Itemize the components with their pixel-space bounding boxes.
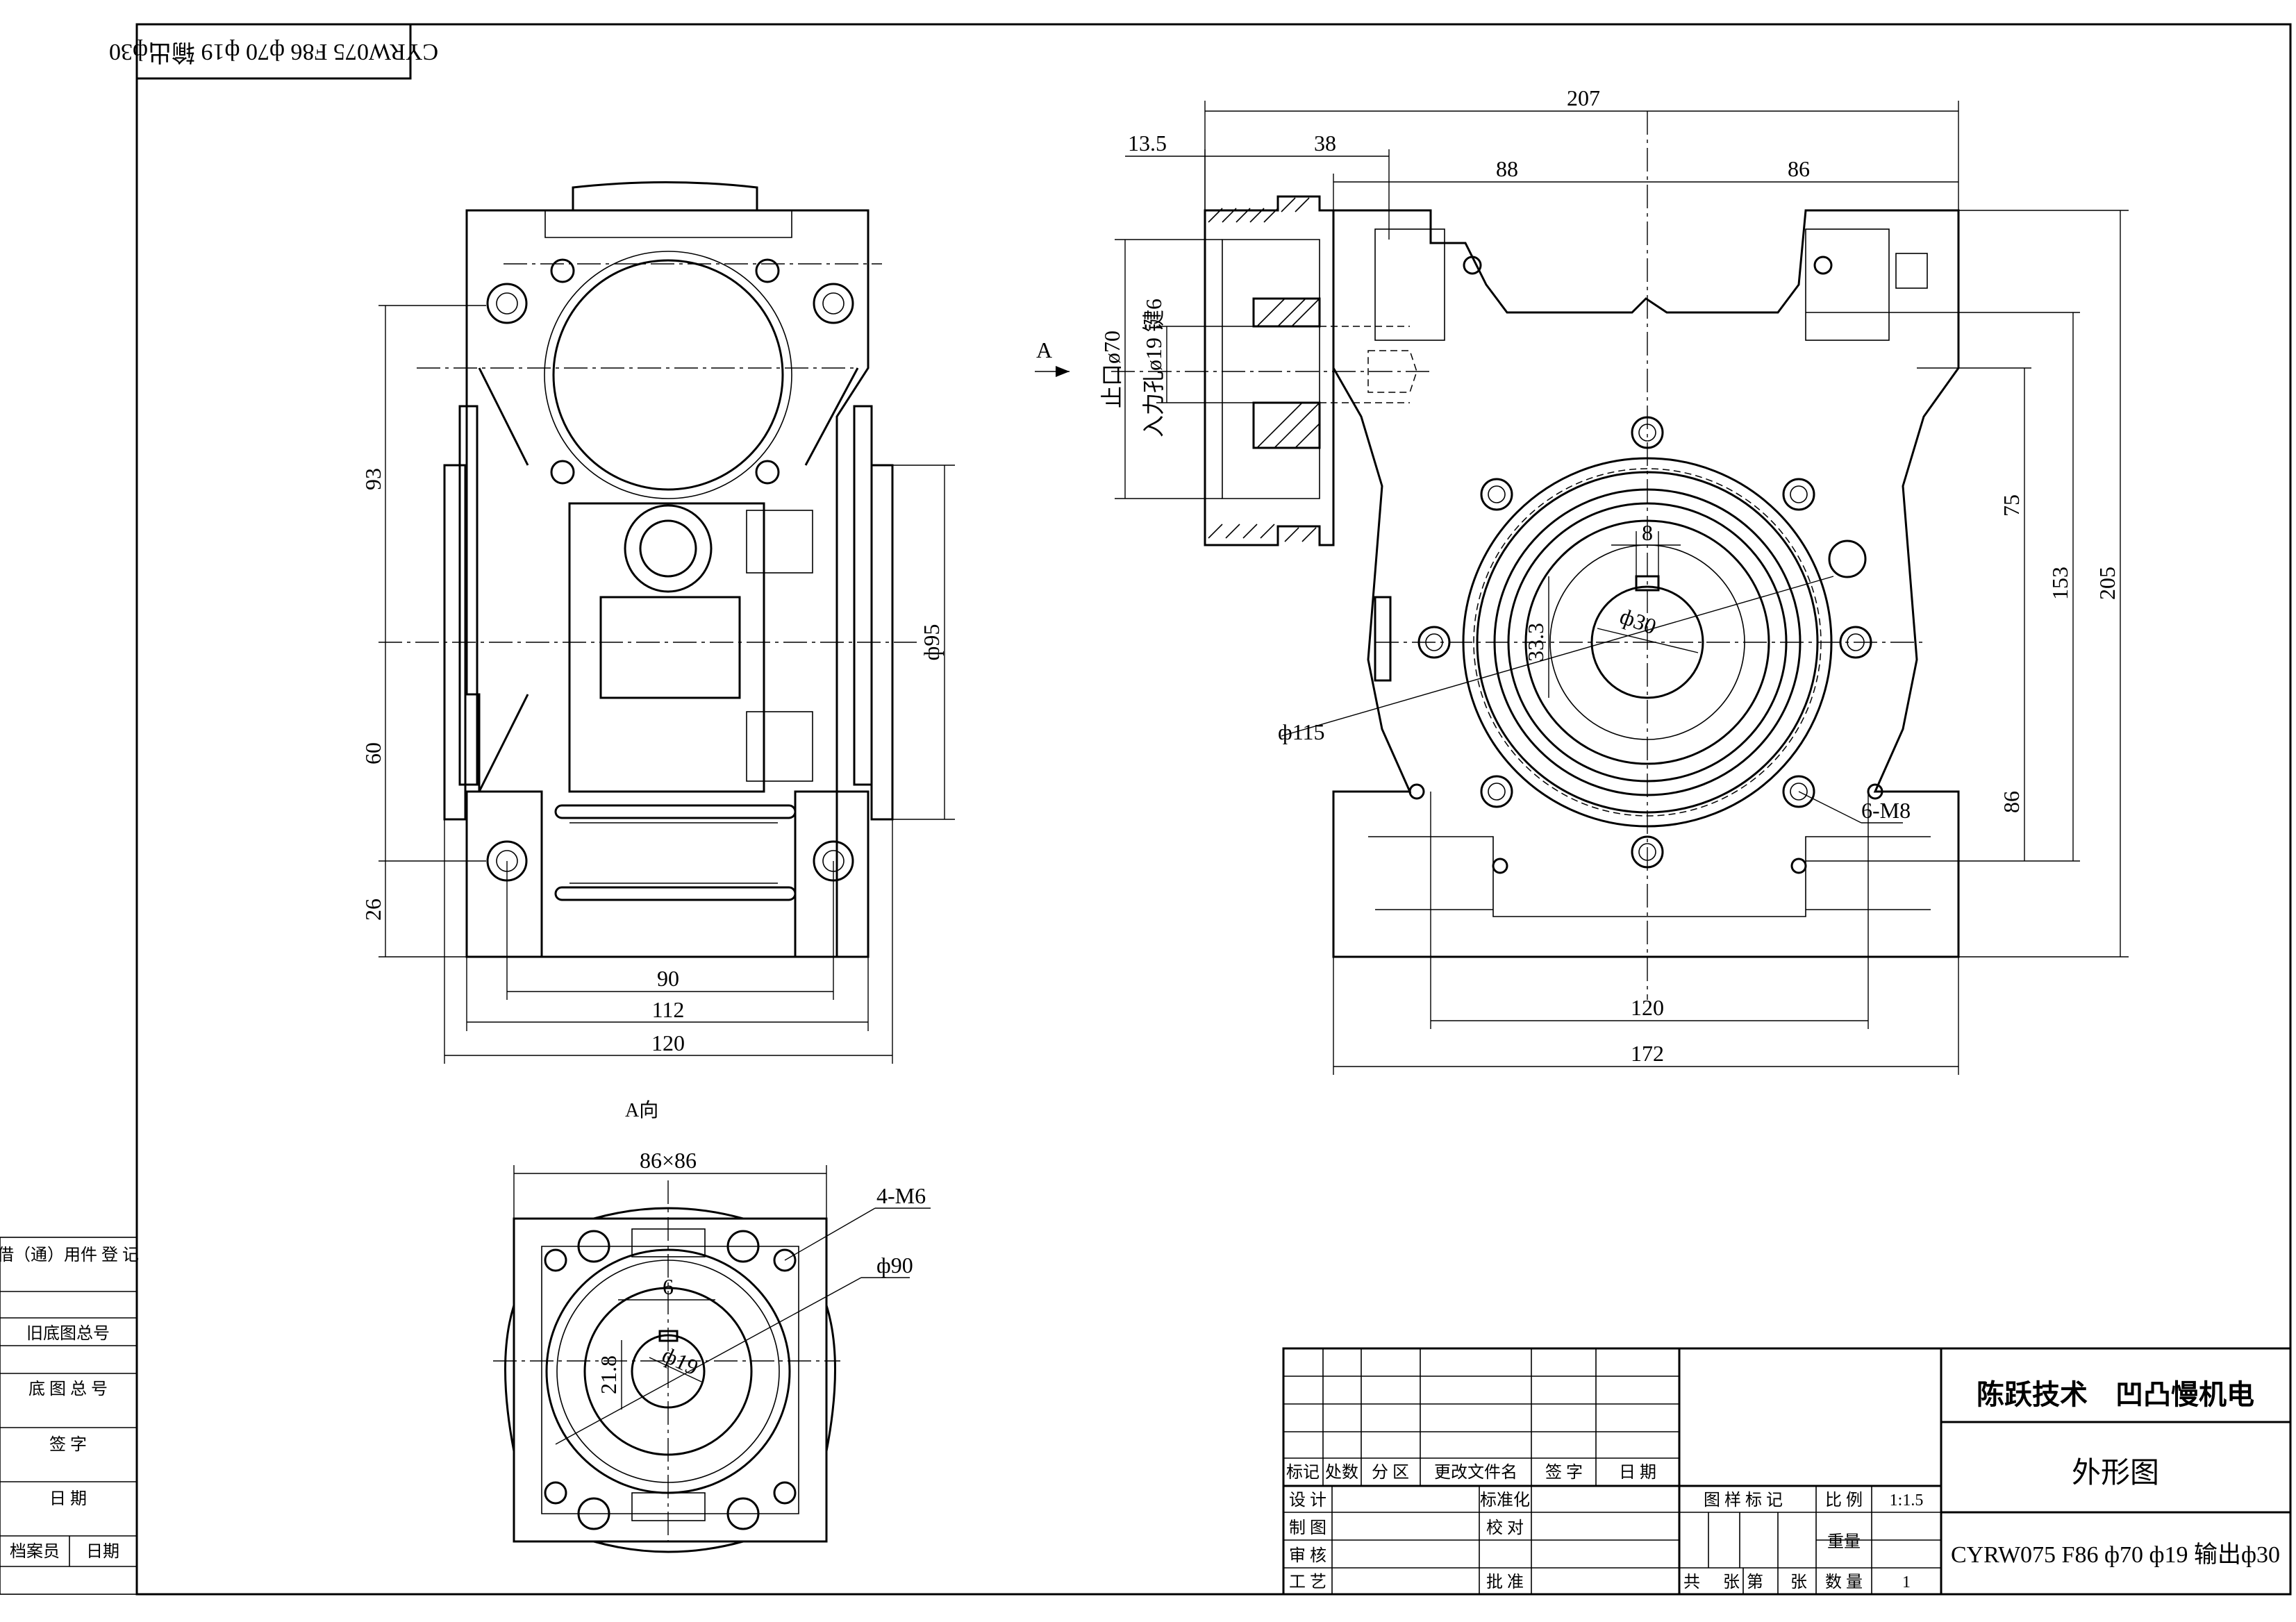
dim-207: 207	[1567, 85, 1600, 110]
dim-75: 75	[1999, 494, 2024, 517]
dim-8: 8	[1642, 520, 1653, 545]
dim-112: 112	[652, 997, 685, 1022]
a-view: A向	[493, 1099, 840, 1553]
tb-appr-2: 批 准	[1486, 1573, 1524, 1591]
tb-h0: 标记	[1286, 1463, 1320, 1482]
tb-mark-label: 图 样 标 记	[1704, 1491, 1783, 1510]
dim-90: 90	[657, 966, 679, 991]
dim-d95: ф95	[919, 624, 944, 661]
tb-role-2: 审 核	[1289, 1546, 1326, 1565]
lt-bottom-0: 档案员	[10, 1542, 60, 1561]
tb-qty-value: 1	[1902, 1573, 1911, 1591]
tb-sheet-2: 第	[1747, 1573, 1763, 1591]
lt-row-3: 签 字	[49, 1435, 87, 1454]
dim-26: 26	[360, 898, 385, 921]
tb-weight-label: 重量	[1827, 1532, 1861, 1551]
tb-qty-label: 数 量	[1825, 1573, 1863, 1591]
dim-d115: ф115	[1278, 719, 1325, 744]
tb-role-1: 制 图	[1289, 1519, 1326, 1537]
side-view: A	[1035, 111, 1960, 1000]
tb-scale-label: 比 例	[1825, 1491, 1863, 1510]
tb-h1: 处数	[1325, 1463, 1358, 1482]
tb-sheet-0: 共	[1683, 1573, 1700, 1591]
lt-row-1: 旧底图总号	[26, 1324, 110, 1343]
dim-120: 120	[651, 1030, 685, 1055]
dim-86x86: 86×86	[640, 1148, 697, 1173]
tb-role-0: 设 计	[1289, 1491, 1326, 1510]
tb-h5: 日 期	[1619, 1464, 1656, 1482]
front-view	[378, 181, 917, 958]
dim-153: 153	[2047, 567, 2072, 600]
dim-33-3: 33.3	[1523, 623, 1548, 662]
dim-d90-a: ф90	[876, 1253, 913, 1278]
tb-company: 陈跃技术 凹凸慢机电	[1977, 1379, 2254, 1410]
flange-bore: 入力孔ø19 键6	[1141, 299, 1166, 437]
a-view-dimensions: 86×86 4-M6 ф90 6 21.8 ф19	[513, 1148, 931, 1445]
dim-21-8: 21.8	[596, 1355, 621, 1394]
dim-205: 205	[2095, 567, 2120, 600]
tb-model: CYRW075 F86 ф70 ф19 输出ф30	[1951, 1541, 2280, 1568]
dim-172: 172	[1631, 1041, 1664, 1066]
flange-spigot: 止口ø70	[1099, 331, 1124, 408]
dim-6-m8: 6-M8	[1861, 798, 1911, 823]
dim-93: 93	[360, 468, 385, 490]
dim-d30: ф30	[1617, 603, 1660, 639]
title-block: 标记 处数 分 区 更改文件名 签 字 日 期 设 计 制 图 审 核 工 艺 …	[1282, 1347, 2292, 1596]
dim-86-top: 86	[1788, 156, 1810, 181]
a-view-title: A向	[625, 1099, 658, 1121]
tb-h2: 分 区	[1372, 1463, 1409, 1482]
tb-h4: 签 字	[1545, 1463, 1583, 1482]
dim-88: 88	[1496, 156, 1518, 181]
stamp-box	[135, 23, 412, 80]
lt-row-2: 底 图 总 号	[28, 1380, 108, 1398]
dim-4-m6: 4-M6	[876, 1183, 926, 1208]
dim-60: 60	[360, 742, 385, 764]
lt-row-0: 借（通）用件 登 记	[0, 1246, 139, 1264]
dim-86-right: 86	[1999, 791, 2024, 813]
side-view-dimensions: 207 13.5 38 88 86 205 153 75 86 止口ø70 入力…	[1099, 85, 2129, 1075]
dim-38: 38	[1314, 131, 1336, 156]
tb-role-3: 工 艺	[1289, 1573, 1326, 1591]
front-view-dimensions: 93 60 26 ф95 90 112 120	[360, 305, 955, 1064]
tb-h3: 更改文件名	[1434, 1463, 1517, 1482]
lt-bottom-1: 日期	[86, 1543, 119, 1561]
view-arrow-a: A	[1036, 337, 1052, 362]
dim-120-side: 120	[1631, 995, 1664, 1020]
tb-appr-1: 校 对	[1486, 1519, 1524, 1537]
tb-sheet-3: 张	[1790, 1573, 1807, 1591]
stamp-text: CYRW075 F86 ф70 ф19 输出ф30	[109, 39, 438, 65]
dim-13-5: 13.5	[1128, 131, 1167, 156]
tb-drawing-name: 外形图	[2072, 1457, 2159, 1489]
dim-6: 6	[663, 1274, 674, 1299]
lt-row-4: 日 期	[49, 1490, 87, 1508]
tb-scale-value: 1:1.5	[1890, 1491, 1924, 1510]
tb-appr-0: 标准化	[1480, 1491, 1530, 1510]
inner-border	[135, 23, 2292, 1596]
left-table: 借（通）用件 登 记 旧底图总号 底 图 总 号 签 字 日 期 档案员 日期	[0, 1237, 139, 1595]
tb-sheet-1: 张	[1723, 1573, 1740, 1591]
